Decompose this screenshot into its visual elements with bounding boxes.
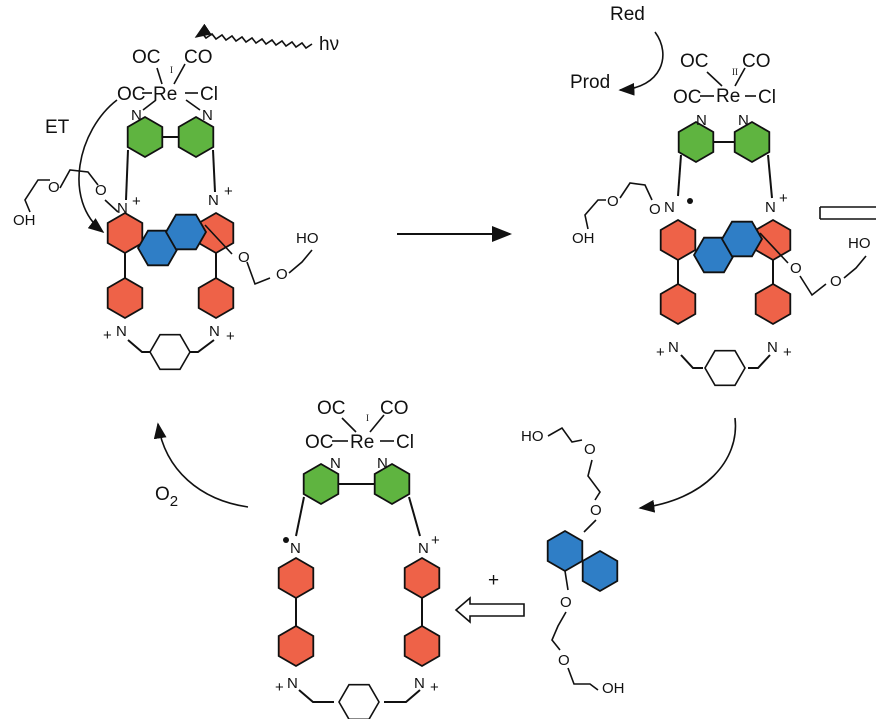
rhenium-complex-topright: Red Prod Re II OC CO OC Cl N N N + N N +… [570, 4, 876, 387]
oxygen-label: O [238, 249, 250, 266]
pyridinium-ring [277, 625, 315, 667]
oxygen-label: O [560, 594, 572, 611]
nitrogen-label: N [738, 112, 749, 129]
oxygen-label: O [607, 193, 619, 210]
pyridinium-n-label: N [208, 192, 219, 209]
co-ligand-label: CO [380, 398, 409, 419]
co-ligand-label: OC [305, 432, 334, 453]
hydroxyl-label: HO [521, 428, 544, 445]
product-label: Prod [570, 72, 610, 93]
equilibrium-arrow [454, 596, 525, 624]
pyridinium-ring [197, 277, 235, 319]
co-ligand-label: OC [117, 84, 146, 105]
charge-plus: + [779, 190, 788, 207]
hydroxyl-label: OH [572, 230, 595, 247]
oxygen-label: O [590, 502, 602, 519]
light-hv-label: hν [319, 34, 339, 55]
co-ligand-label: OC [132, 47, 161, 68]
oxidation-state-label: II [732, 67, 738, 77]
pyridinium-n-label: N [767, 339, 778, 356]
cl-ligand-label: Cl [200, 84, 218, 105]
cl-ligand-label: Cl [758, 87, 776, 108]
pyridinium-n-label: N [209, 323, 220, 340]
nitrogen-label: N [202, 107, 213, 124]
plus-sign: + [488, 570, 499, 591]
naphthalene-guest: HO O O O O OH [521, 426, 625, 697]
co-ligand-label: OC [673, 87, 702, 108]
reductant-label: Red [610, 4, 645, 25]
nitrogen-label: N [131, 107, 142, 124]
oxygen-o2-label: O2 [155, 484, 178, 510]
nitrogen-label: N [377, 455, 388, 472]
nitrogen-label: N [696, 112, 707, 129]
oxidation-state-label: I [170, 65, 173, 75]
pyridinium-n-label: N [418, 540, 429, 557]
reaction-arrow [638, 417, 737, 513]
charge-plus: + [430, 679, 439, 696]
oxygen-label: O [830, 273, 842, 290]
pyridinium-n-label: N [664, 199, 675, 216]
pyridinium-n-label: N [117, 200, 128, 217]
pyridinium-ring [403, 625, 441, 667]
nitrogen-label: N [330, 455, 341, 472]
oxygen-label: O [276, 266, 288, 283]
pyridinium-ring [403, 557, 441, 599]
oxygen-label: O [790, 260, 802, 277]
hydroxyl-label: OH [602, 680, 625, 697]
charge-plus: + [656, 344, 665, 361]
charge-plus: + [224, 183, 233, 200]
naphthalene-ring [546, 530, 584, 572]
co-ligand-label: OC [317, 398, 346, 419]
charge-plus: + [431, 532, 440, 549]
pyridinium-n-label: N [414, 675, 425, 692]
hydroxyl-label: OH [13, 212, 36, 229]
co-ligand-label: CO [742, 51, 771, 72]
pyridinium-ring [659, 219, 697, 261]
re-label: Re [716, 86, 740, 107]
cl-ligand-label: Cl [396, 432, 414, 453]
charge-plus: + [783, 344, 792, 361]
benzene-ring [704, 349, 746, 387]
re-label: Re [350, 432, 374, 453]
pyridinium-n-label: N [765, 199, 776, 216]
charge-plus: + [275, 679, 284, 696]
et-label: ET [45, 117, 70, 138]
pyridinium-ring [106, 277, 144, 319]
reaction-arrow [153, 422, 249, 508]
pyridinium-ring [277, 557, 315, 599]
charge-plus: + [132, 193, 141, 210]
radical-dot [687, 198, 693, 204]
pyridinium-n-label: N [668, 339, 679, 356]
hydroxyl-label: HO [848, 235, 871, 252]
charge-plus: + [226, 328, 235, 345]
benzene-ring [149, 333, 191, 371]
hydroxyl-label: HO [296, 230, 319, 247]
pyridinium-ring [106, 212, 144, 254]
benzene-ring [338, 683, 380, 719]
charge-plus: + [103, 327, 112, 344]
re-label: Re [153, 84, 177, 105]
pyridinium-n-label: N [290, 540, 301, 557]
rhenium-complex-topleft: Re I OC CO OC Cl N N N + + N N + N [13, 23, 339, 371]
pyridinium-ring [659, 283, 697, 325]
oxygen-label: O [584, 441, 596, 458]
equilibrium-arrow [819, 206, 876, 220]
pyridinium-n-label: N [287, 675, 298, 692]
naphthalene-ring [581, 550, 619, 592]
pyridinium-ring [754, 283, 792, 325]
oxygen-label: O [558, 652, 570, 669]
pyridinium-n-label: N [116, 323, 127, 340]
oxygen-label: O [649, 201, 661, 218]
photon-squiggle [194, 23, 313, 50]
rhenium-complex-bottom: Re I OC CO OC Cl N N N + N N + N + [275, 398, 441, 719]
co-ligand-label: CO [184, 47, 213, 68]
radical-dot [283, 537, 289, 543]
co-ligand-label: OC [680, 51, 709, 72]
oxygen-label: O [48, 179, 60, 196]
oxygen-label: O [95, 182, 107, 199]
oxidation-state-label: I [366, 413, 369, 423]
